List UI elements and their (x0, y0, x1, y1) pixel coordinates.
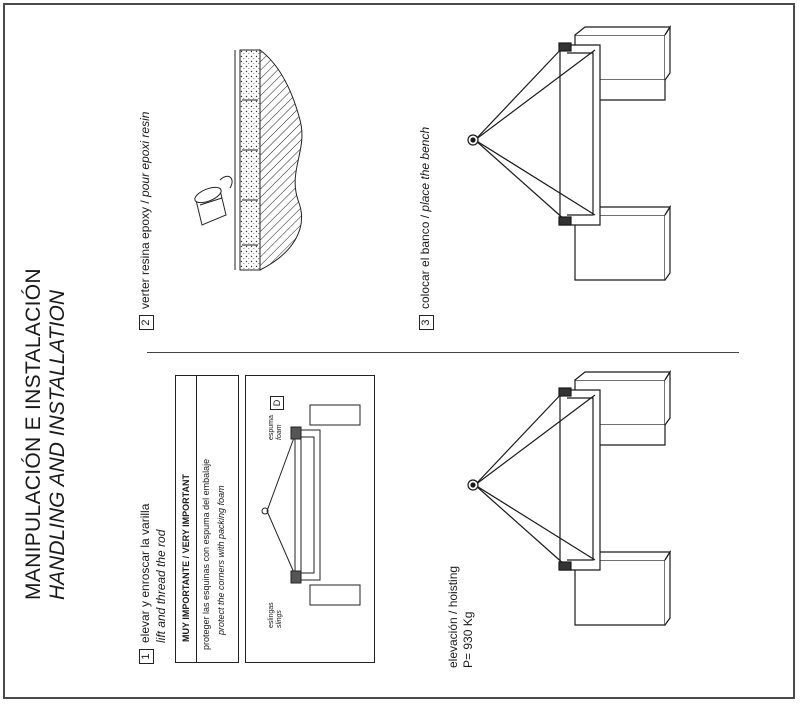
step-1-text-en-wrap: lift and thread the rod (154, 530, 168, 643)
step-2-text: verter resina epoxy / (138, 196, 152, 309)
hoisting-weight: P= 930 Kg (461, 611, 475, 668)
notice-box (175, 375, 239, 663)
step-2-text-fr: pour epoxi resin (138, 111, 152, 197)
step-2-caption: 2 verter resina epoxy / pour epoxi resin (138, 112, 154, 330)
step-1-number: 1 (139, 649, 154, 664)
step-1-text-en: lift and thread the rod (154, 529, 168, 643)
bench-placement-illustration (467, 24, 672, 281)
slings-label-es: eslingas (268, 602, 275, 628)
title-spanish: MANIPULACIÓN E INSTALACIÓN (22, 268, 45, 600)
step-2-number: 2 (139, 315, 154, 330)
step-1-caption: 1 elevar y enroscar la varilla (138, 504, 154, 664)
page-border (3, 3, 795, 699)
section-divider (147, 352, 739, 353)
notice-text-en: protect the corners with packing foam (216, 485, 226, 635)
title-english: HANDLING AND INSTALLATION (46, 290, 69, 600)
step-3-number: 3 (419, 315, 434, 330)
step-3-caption: 3 colocar el banco / place the bench (418, 127, 434, 330)
step-3-text: colocar el banco / (418, 211, 432, 309)
hoisting-label: elevación / hoisting (446, 565, 460, 668)
step-1-text-es: elevar y enroscar la varilla (138, 503, 152, 643)
detail-sling-diagram (261, 404, 361, 606)
foam-label-es: espuma (268, 415, 275, 440)
detail-box (245, 375, 375, 663)
detail-marker: D (270, 396, 284, 410)
notice-divider (196, 376, 197, 662)
bench-hoisting-illustration (467, 369, 672, 626)
slings-label-en: slings (276, 610, 283, 628)
notice-heading: MUY IMPORTANTE / VERY IMPORTANT (181, 473, 191, 642)
foam-label-en: foam (276, 424, 283, 440)
step-3-text-en: place the bench (418, 126, 432, 212)
epoxy-pour-illustration (194, 48, 303, 271)
notice-text-es: proteger las esquinas con espuma del emb… (201, 458, 211, 650)
